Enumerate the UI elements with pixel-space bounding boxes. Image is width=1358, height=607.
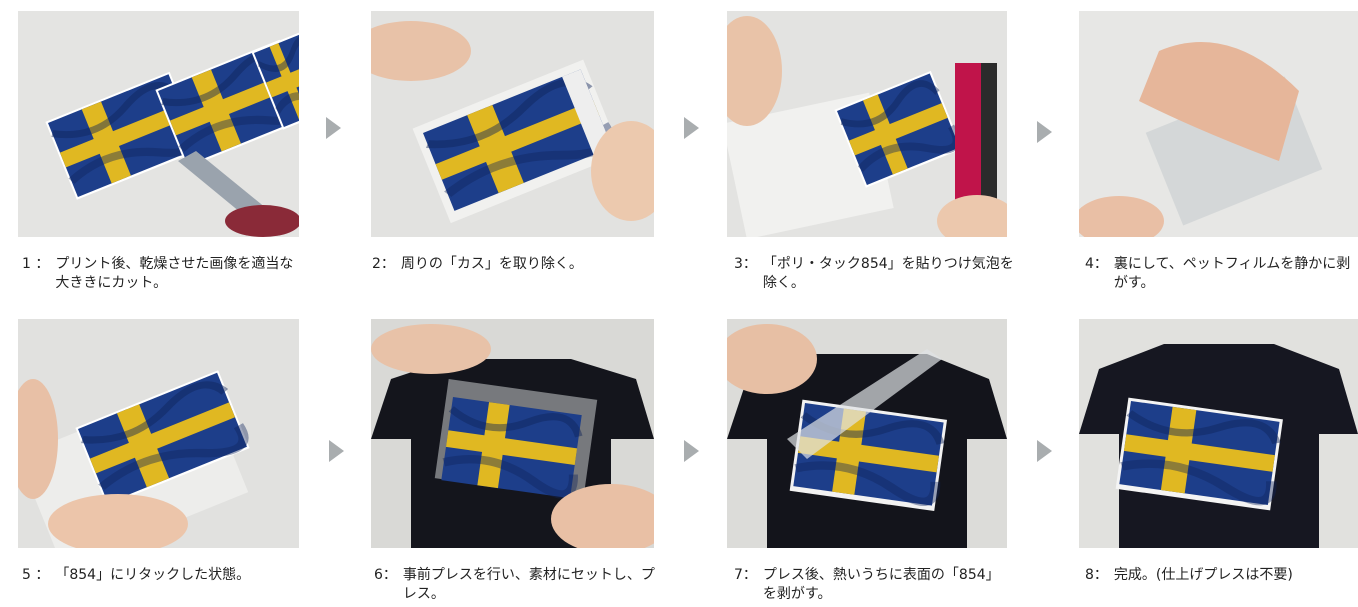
step-6-photo: [371, 319, 654, 548]
step-description: 周りの「カス」を取り除く。: [400, 256, 583, 272]
step-1-caption: 1 ： プリント後、乾燥させた画像を適当な大ききにカット。: [22, 255, 300, 293]
step-3-caption: 3： 「ポリ・タック854」を貼りつけ気泡を除く。: [734, 255, 1014, 293]
step-5-photo: [18, 319, 299, 548]
step-8-caption: 8： 完成。(仕上げプレスは不要): [1085, 566, 1355, 585]
step-7-photo: [727, 319, 1007, 548]
step-number: 1 ：: [22, 256, 50, 272]
step-number: 2：: [372, 256, 395, 272]
step-description: 「ポリ・タック854」を貼りつけ気泡を除く。: [762, 256, 1014, 291]
step-description: 裏にして、ペットフィルムを静かに剥がす。: [1113, 256, 1351, 291]
step-2-caption: 2： 周りの「カス」を取り除く。: [372, 255, 652, 274]
right-triangle-arrow-icon: [684, 117, 699, 139]
step-number: 4：: [1085, 256, 1108, 272]
step-number: 3：: [734, 256, 757, 272]
step-7-caption: 7： プレス後、熱いうちに表面の「854」を剥がす。: [734, 566, 1006, 604]
right-triangle-arrow-icon: [684, 440, 699, 462]
step-6-caption: 6： 事前プレスを行い、素材にセットし、プレス。: [374, 566, 656, 604]
step-description: 完成。(仕上げプレスは不要): [1113, 567, 1293, 583]
step-description: 「854」にリタックした状態。: [55, 567, 251, 583]
step-5-caption: 5 ： 「854」にリタックした状態。: [22, 566, 300, 585]
right-triangle-arrow-icon: [1037, 121, 1052, 143]
step-number: 6：: [374, 567, 397, 583]
step-1-photo: [18, 11, 299, 237]
step-4-photo: [1079, 11, 1358, 237]
step-description: プリント後、乾燥させた画像を適当な大ききにカット。: [55, 256, 294, 291]
step-description: プレス後、熱いうちに表面の「854」を剥がす。: [762, 567, 1000, 602]
step-3-photo: [727, 11, 1007, 237]
right-triangle-arrow-icon: [1037, 440, 1052, 462]
step-4-caption: 4： 裏にして、ペットフィルムを静かに剥がす。: [1085, 255, 1355, 293]
step-description: 事前プレスを行い、素材にセットし、プレス。: [402, 567, 655, 602]
step-2-photo: [371, 11, 654, 237]
step-number: 7：: [734, 567, 757, 583]
step-8-photo: [1079, 319, 1358, 548]
right-triangle-arrow-icon: [329, 440, 344, 462]
right-triangle-arrow-icon: [326, 117, 341, 139]
step-number: 5 ：: [22, 567, 50, 583]
step-number: 8：: [1085, 567, 1108, 583]
